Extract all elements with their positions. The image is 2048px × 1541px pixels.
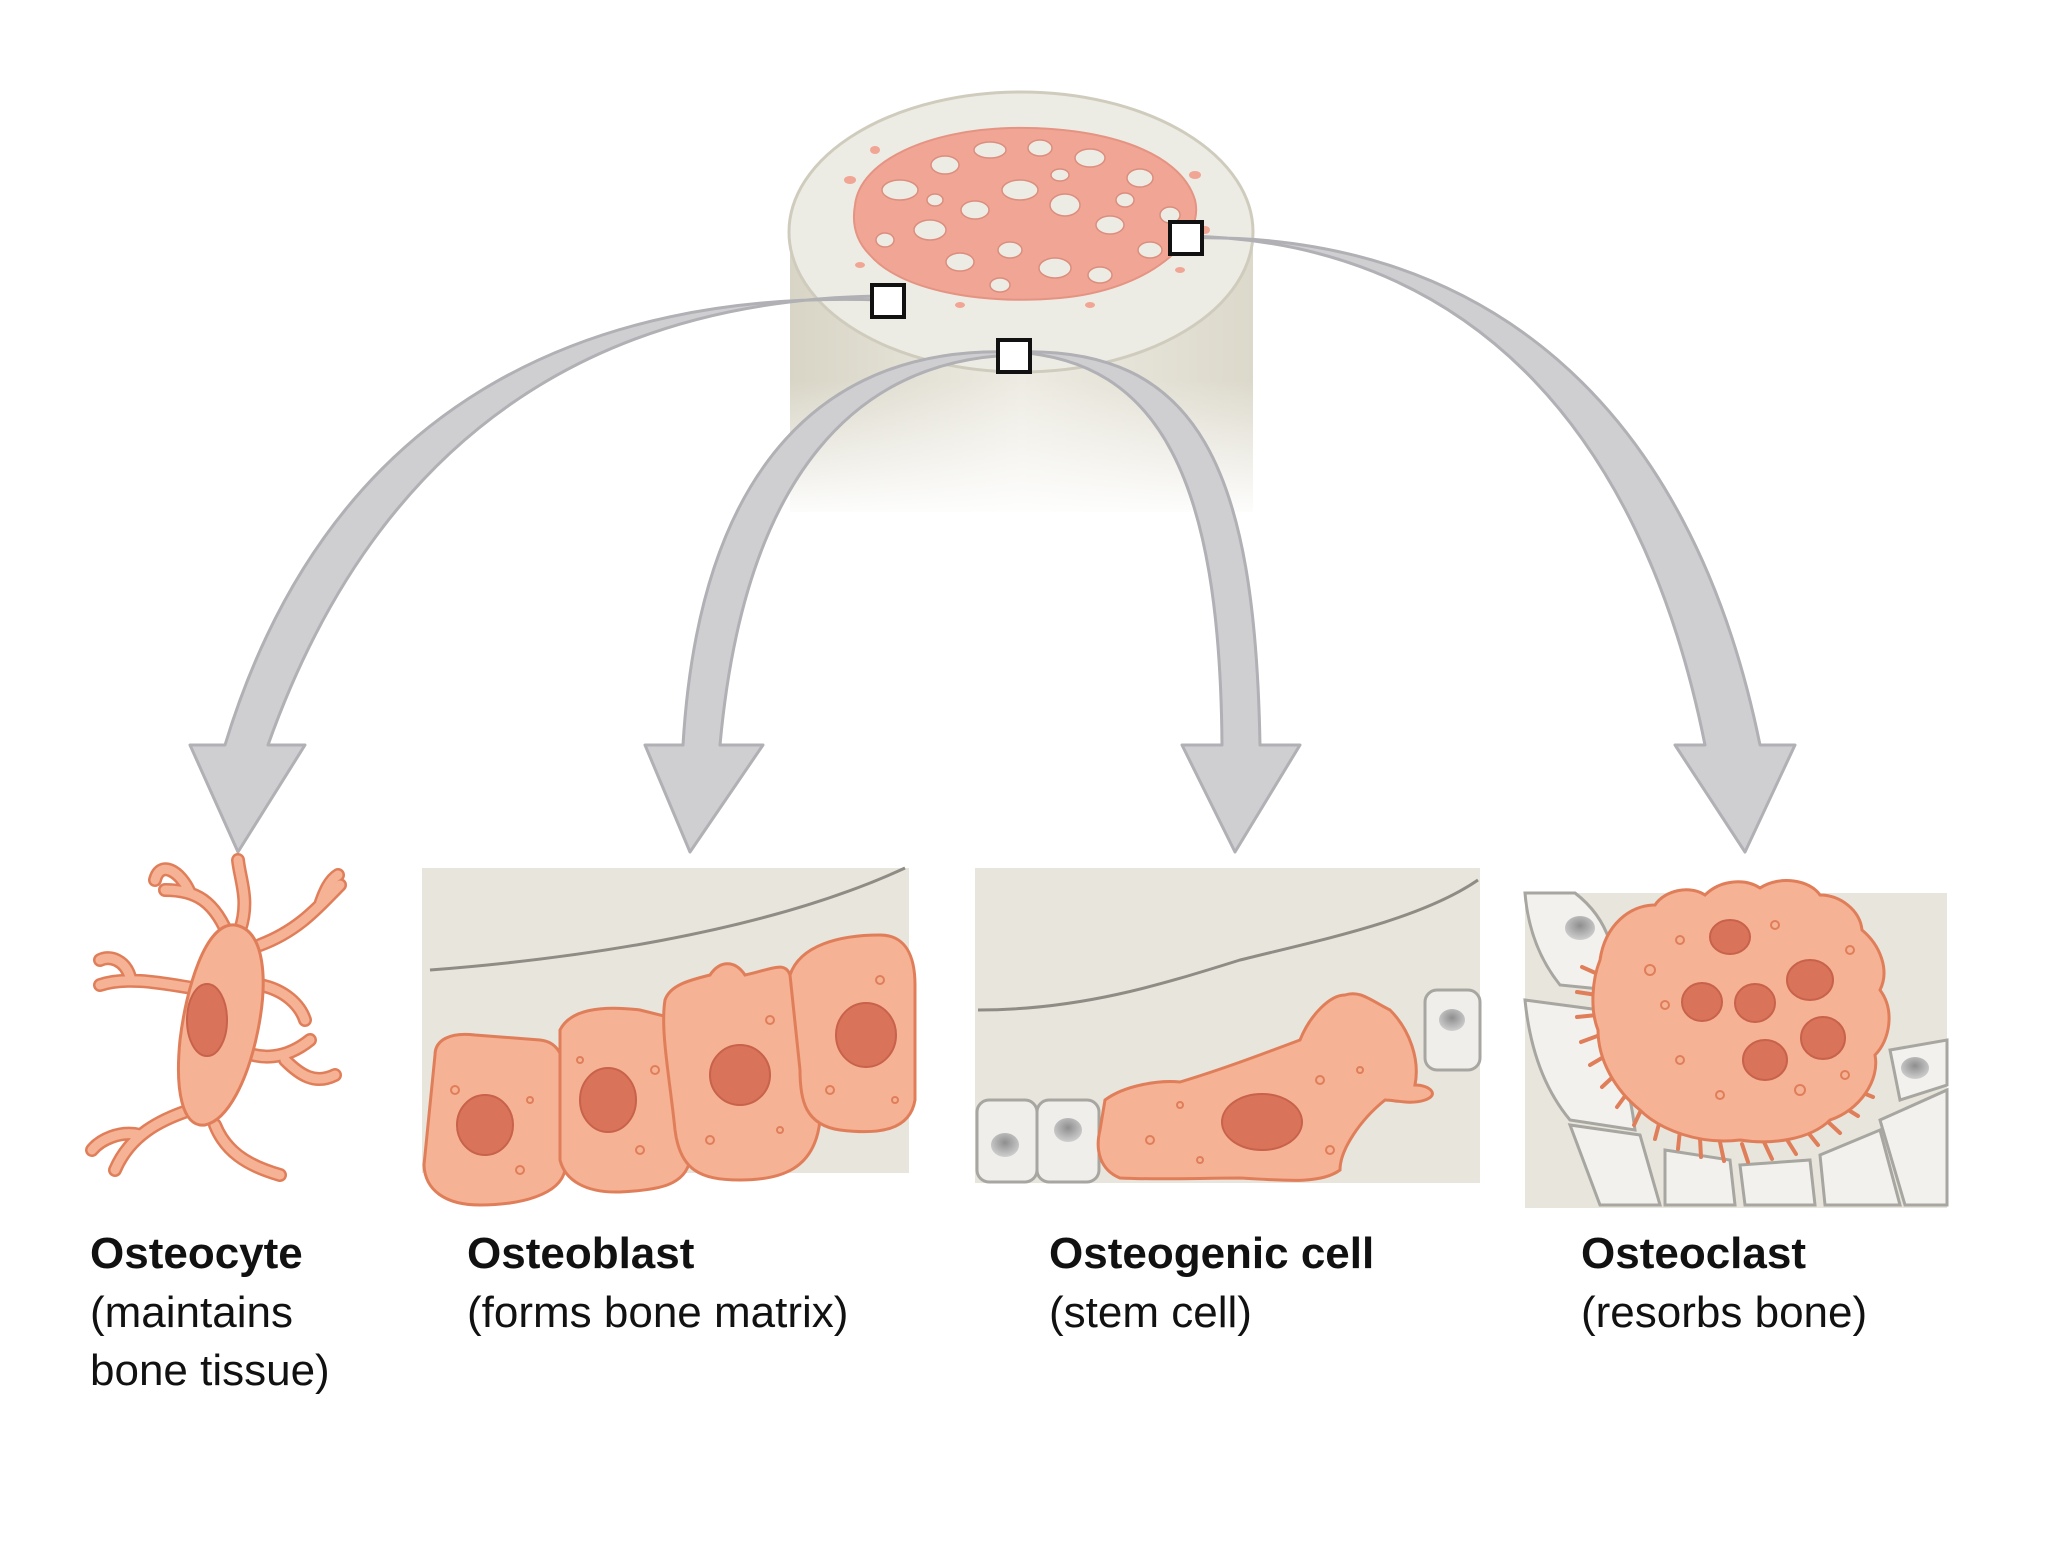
osteogenic-cell-illustration (975, 868, 1482, 1184)
osteoclast-label: Osteoclast (resorbs bone) (1581, 1232, 1867, 1342)
arrow-to-osteogenic (1012, 350, 1302, 854)
arrow-to-osteoblast (643, 350, 1016, 854)
origin-marker-osteoblast (996, 338, 1032, 374)
osteocyte-name: Osteocyte (90, 1229, 303, 1278)
osteoblast-label: Osteoblast (forms bone matrix) (467, 1232, 848, 1342)
osteoblast-illustration (422, 866, 917, 1207)
osteogenic-cell-name: Osteogenic cell (1049, 1229, 1375, 1278)
osteocyte-description-line-1: (maintains (90, 1288, 293, 1337)
osteocyte-label: Osteocyte (maintains bone tissue) (90, 1232, 330, 1400)
arrows (188, 234, 1797, 854)
origin-marker-osteoclast (1168, 220, 1204, 256)
osteoblast-description: (forms bone matrix) (467, 1288, 849, 1337)
origin-marker-osteocyte (870, 283, 906, 319)
osteogenic-cell-description: (stem cell) (1049, 1288, 1252, 1337)
osteocyte-illustration (85, 853, 347, 1182)
osteoclast-description: (resorbs bone) (1581, 1288, 1868, 1337)
arrow-to-osteocyte (188, 294, 882, 854)
osteoblast-name: Osteoblast (467, 1229, 695, 1278)
osteogenic-cell-label: Osteogenic cell (stem cell) (1049, 1232, 1374, 1342)
osteoclast-name: Osteoclast (1581, 1229, 1806, 1278)
osteoclast-illustration (1523, 879, 1949, 1208)
osteocyte-description-line-2: bone tissue) (90, 1346, 330, 1395)
arrow-to-osteoclast (1183, 234, 1797, 854)
